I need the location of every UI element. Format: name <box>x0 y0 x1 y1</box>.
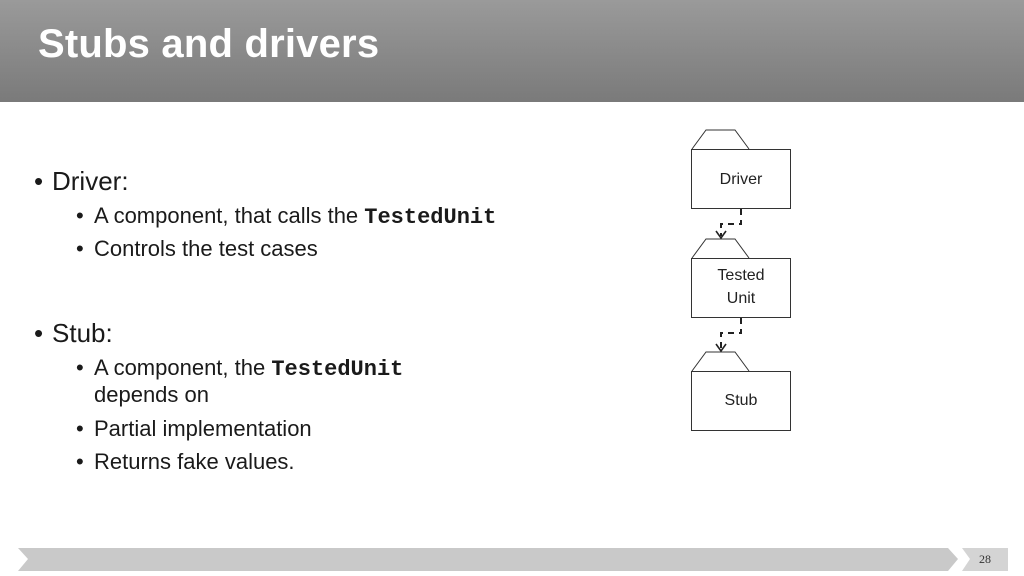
arrowhead-icon <box>715 343 727 353</box>
stub-box-label: Stub <box>724 392 758 409</box>
stub-item-2-text: Partial implementation <box>94 416 312 441</box>
unit-to-stub-dependency <box>720 318 742 349</box>
driver-to-unit-dependency <box>720 209 742 236</box>
bullet-dot-icon: • <box>34 318 44 348</box>
bullet-dot-icon: • <box>76 203 84 228</box>
stub-heading: Stub: <box>52 318 113 348</box>
bullet-dot-icon: • <box>76 236 84 261</box>
page-number-chevron <box>962 548 1008 571</box>
driver-package-tab <box>691 129 750 150</box>
driver-box-label: Driver <box>719 171 763 188</box>
driver-bullet: • Driver: <box>34 166 129 197</box>
driver-item-2-text: Controls the test cases <box>94 236 318 261</box>
tested-unit-package-box <box>691 258 791 318</box>
stub-item-1: • A component, the TestedUnit <box>76 355 403 382</box>
footer-chevron-bar <box>18 548 958 571</box>
driver-item-2: • Controls the test cases <box>76 236 318 262</box>
driver-heading: Driver: <box>52 166 129 196</box>
slide-title: Stubs and drivers <box>38 22 380 66</box>
stub-item-3-text: Returns fake values. <box>94 449 295 474</box>
driver-item-1-text: A component, that calls the <box>94 203 365 228</box>
bullet-dot-icon: • <box>76 355 84 380</box>
stub-package-tab <box>691 351 750 372</box>
tested-unit-box-label-line2: Unit <box>726 290 756 307</box>
stub-item-1-text: A component, the <box>94 355 272 380</box>
stub-item-3: • Returns fake values. <box>76 449 295 475</box>
driver-item-1: • A component, that calls the TestedUnit <box>76 203 496 230</box>
tested-unit-box-label-line1: Tested <box>717 267 765 284</box>
stub-item-2: • Partial implementation <box>76 416 312 442</box>
driver-package-box <box>691 149 791 209</box>
stub-item-1-code: TestedUnit <box>271 357 404 382</box>
page-number: 28 <box>979 552 991 566</box>
stub-bullet: • Stub: <box>34 318 113 349</box>
bullet-dot-icon: • <box>34 166 44 196</box>
stub-package-box <box>691 371 791 431</box>
stub-item-1-continuation: depends on <box>94 382 209 407</box>
bullet-dot-icon: • <box>76 416 84 441</box>
title-bar: Stubs and drivers <box>0 0 1024 102</box>
driver-item-1-code: TestedUnit <box>364 205 497 230</box>
tested-unit-package-tab <box>691 238 750 259</box>
bullet-dot-icon: • <box>76 449 84 474</box>
arrowhead-icon <box>715 230 727 240</box>
